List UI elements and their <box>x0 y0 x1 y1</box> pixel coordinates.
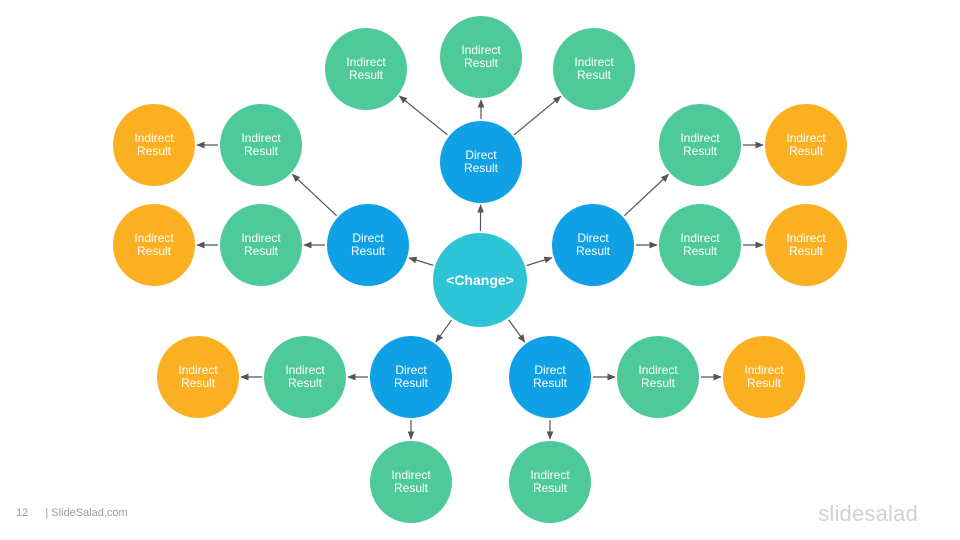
indirect-result-node-r-g2: Indirect Result <box>659 204 741 286</box>
indirect-result-node-br-b: Indirect Result <box>509 441 591 523</box>
direct-result-node-d-left: Direct Result <box>327 204 409 286</box>
page-number: 12 <box>16 507 29 519</box>
node-label: Indirect Result <box>638 363 678 390</box>
direct-result-node-d-br: Direct Result <box>509 336 591 418</box>
node-label: Indirect Result <box>241 131 281 158</box>
arrow-center-to-d_bl <box>435 319 453 343</box>
change-node-center: <Change> <box>433 233 527 327</box>
direct-result-node-d-top: Direct Result <box>440 121 522 203</box>
node-label: Indirect Result <box>346 55 386 82</box>
node-label: Indirect Result <box>391 468 431 495</box>
indirect-result-node-t-c: Indirect Result <box>440 16 522 98</box>
node-label: Indirect Result <box>786 231 826 258</box>
node-label: Indirect Result <box>530 468 570 495</box>
indirect-result-node-t-r: Indirect Result <box>553 28 635 110</box>
node-label: Indirect Result <box>178 363 218 390</box>
arrow-d_right-to-r_g1 <box>624 173 670 217</box>
node-label: Indirect Result <box>134 131 174 158</box>
node-label: Indirect Result <box>134 231 174 258</box>
node-label: Indirect Result <box>680 131 720 158</box>
indirect-result-node-t-l: Indirect Result <box>325 28 407 110</box>
node-label: Indirect Result <box>574 55 614 82</box>
direct-result-node-d-bl: Direct Result <box>370 336 452 418</box>
node-label: Indirect Result <box>786 131 826 158</box>
arrow-center-to-d_right <box>526 256 553 267</box>
node-label: Direct Result <box>350 231 385 258</box>
indirect-result-node-br-o: Indirect Result <box>723 336 805 418</box>
node-label: Indirect Result <box>744 363 784 390</box>
footer-site: | SlideSalad.com <box>45 507 128 519</box>
arrow-d_top-to-t_l <box>398 95 448 136</box>
indirect-result-node-bl-g: Indirect Result <box>264 336 346 418</box>
indirect-result-node-l-g2: Indirect Result <box>220 204 302 286</box>
arrow-d_top-to-t_r <box>513 95 562 136</box>
indirect-result-node-r-o1: Indirect Result <box>765 104 847 186</box>
arrow-d_left-to-l_g1 <box>291 173 337 217</box>
indirect-result-node-r-g1: Indirect Result <box>659 104 741 186</box>
indirect-result-node-r-o2: Indirect Result <box>765 204 847 286</box>
arrow-center-to-d_br <box>508 319 526 343</box>
brand-logo: slidesalad <box>818 501 918 526</box>
node-label: Direct Result <box>575 231 610 258</box>
node-label: Indirect Result <box>461 43 501 70</box>
node-label: Indirect Result <box>241 231 281 258</box>
node-label: Direct Result <box>532 363 567 390</box>
direct-result-node-d-right: Direct Result <box>552 204 634 286</box>
node-label: Direct Result <box>393 363 428 390</box>
indirect-result-node-bl-b: Indirect Result <box>370 441 452 523</box>
node-label: Indirect Result <box>680 231 720 258</box>
indirect-result-node-bl-o: Indirect Result <box>157 336 239 418</box>
indirect-result-node-l-o2: Indirect Result <box>113 204 195 286</box>
indirect-result-node-l-g1: Indirect Result <box>220 104 302 186</box>
indirect-result-node-l-o1: Indirect Result <box>113 104 195 186</box>
footer: 12 | SlideSalad.com <box>16 507 128 519</box>
arrow-center-to-d_left <box>408 256 434 266</box>
node-label: Direct Result <box>463 148 498 175</box>
indirect-result-node-br-g: Indirect Result <box>617 336 699 418</box>
node-label: Indirect Result <box>285 363 325 390</box>
node-label: <Change> <box>446 271 514 288</box>
